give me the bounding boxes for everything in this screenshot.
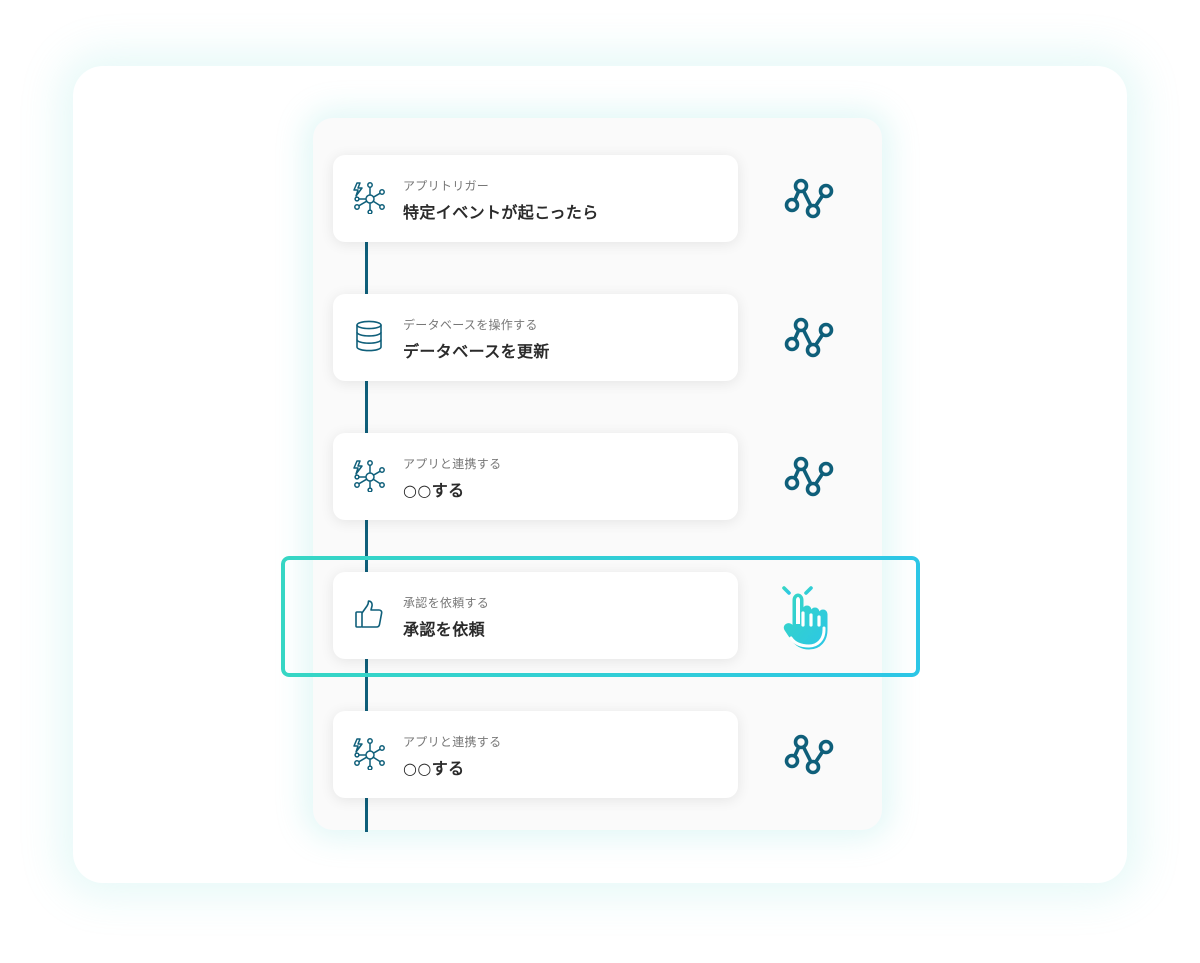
step-subtitle: データベースを操作する xyxy=(403,318,538,332)
connector-line xyxy=(365,520,368,572)
flow-node-icon[interactable] xyxy=(781,732,837,776)
step-subtitle: アプリと連携する xyxy=(403,735,502,749)
flow-step-app-action[interactable]: アプリと連携する ○○する xyxy=(333,433,738,520)
step-subtitle: 承認を依頼する xyxy=(403,596,490,610)
flow-step-approval[interactable]: 承認を依頼する 承認を依頼 xyxy=(333,572,738,659)
step-subtitle: アプリと連携する xyxy=(403,457,502,471)
flow-step-database[interactable]: データベースを操作する データベースを更新 xyxy=(333,294,738,381)
app-network-icon xyxy=(351,457,387,493)
step-title: ○○する xyxy=(403,759,465,778)
thumbs-up-icon xyxy=(351,596,387,632)
app-network-icon xyxy=(351,179,387,215)
step-title: データベースを更新 xyxy=(403,342,550,361)
flow-node-icon[interactable] xyxy=(781,315,837,359)
connector-line xyxy=(365,798,368,832)
connector-line xyxy=(365,242,368,294)
tap-pointer-icon[interactable] xyxy=(775,580,843,652)
app-network-icon xyxy=(351,735,387,771)
step-title: ○○する xyxy=(403,481,465,500)
flow-step-app-trigger[interactable]: アプリトリガー 特定イベントが起こったら xyxy=(333,155,738,242)
step-title: 承認を依頼 xyxy=(403,620,486,639)
flow-step-app-action[interactable]: アプリと連携する ○○する xyxy=(333,711,738,798)
flow-node-icon[interactable] xyxy=(781,176,837,220)
step-subtitle: アプリトリガー xyxy=(403,179,490,193)
connector-line xyxy=(365,659,368,711)
connector-line xyxy=(365,381,368,433)
flow-node-icon[interactable] xyxy=(781,454,837,498)
step-title: 特定イベントが起こったら xyxy=(403,203,599,222)
database-icon xyxy=(351,318,387,354)
